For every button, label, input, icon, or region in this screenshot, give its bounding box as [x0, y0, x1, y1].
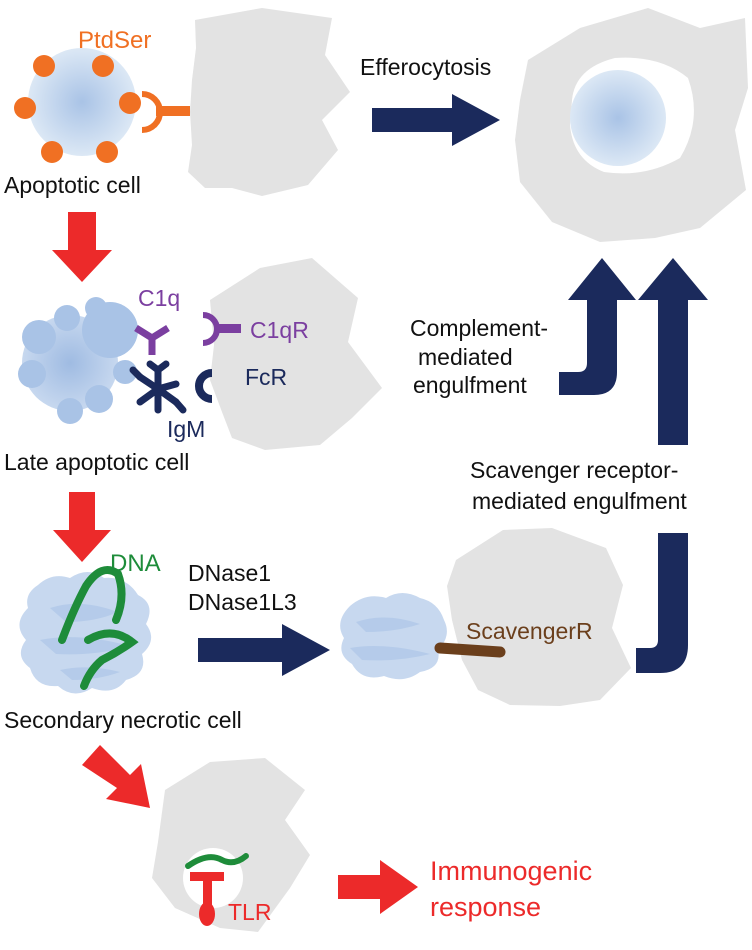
ptdser-label: PtdSer [78, 27, 151, 54]
igm-molecule [129, 360, 187, 414]
diagonal-arrow [82, 745, 150, 808]
c1qr-label: C1qR [250, 317, 309, 343]
immunogenic-label-2: response [430, 892, 541, 922]
complement-label-1: Complement- [410, 315, 548, 341]
scavengerr-label: ScavengerR [466, 618, 593, 644]
efferocytosis-arrow [372, 94, 500, 146]
tlr-dna [185, 853, 249, 869]
tlr-receptor [190, 872, 224, 926]
late-apoptotic-cell [18, 297, 138, 424]
scavenger-label-2: mediated engulfment [472, 488, 687, 514]
macrophage-scavenger [447, 528, 631, 706]
complement-label-2: mediated [418, 344, 513, 370]
immunogenic-label-1: Immunogenic [430, 856, 592, 886]
immunogenic-arrow [338, 860, 418, 914]
dnase1-label: DNase1 [188, 560, 271, 586]
complement-engulfment-arrow [559, 258, 636, 395]
ptdser-dots [14, 55, 141, 163]
c1q-label: C1q [138, 285, 180, 311]
c1q-molecule [134, 325, 170, 355]
dnase-arrow [198, 624, 330, 676]
late-apoptotic-cell-label: Late apoptotic cell [4, 449, 189, 475]
c1q-receptor [202, 312, 241, 346]
apoptotic-cell-label: Apoptotic cell [4, 172, 141, 198]
secondary-necrotic-cell-label: Secondary necrotic cell [4, 707, 242, 733]
fragmented-cell [340, 593, 447, 680]
efferocytosis-label: Efferocytosis [360, 54, 491, 80]
dna-label: DNA [110, 550, 161, 577]
apoptotic-cell [14, 48, 141, 163]
scavenger-engulfment-arrow-head [638, 258, 708, 445]
down-arrow-1 [52, 212, 112, 282]
down-arrow-2 [53, 492, 111, 562]
macrophage-top [188, 8, 350, 196]
scavenger-receptor [434, 642, 506, 658]
fc-receptor [195, 369, 213, 403]
engulfed-cell [570, 70, 666, 166]
engulfing-macrophage [515, 8, 748, 242]
igm-label: IgM [167, 416, 205, 442]
ptdser-receptor [141, 91, 190, 133]
tlr-label: TLR [228, 899, 271, 925]
scavenger-engulfment-arrow-tail [636, 533, 688, 673]
fcr-label: FcR [245, 364, 287, 390]
dna-strand [58, 566, 139, 690]
scavenger-label-1: Scavenger receptor- [470, 457, 678, 483]
complement-label-3: engulfment [413, 372, 527, 398]
dnase1l3-label: DNase1L3 [188, 589, 297, 615]
macrophage-middle [210, 258, 382, 450]
